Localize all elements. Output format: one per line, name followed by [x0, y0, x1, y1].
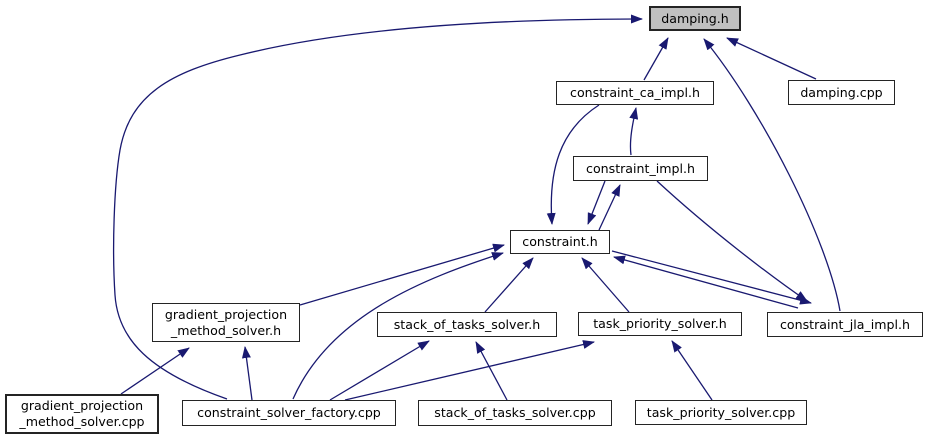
node-label: damping.h — [661, 10, 729, 26]
node-label: constraint.h — [522, 234, 598, 249]
edge-task-h-to-constraint — [581, 257, 630, 313]
node-label: stack_of_tasks_solver.h — [393, 316, 541, 332]
edge-constraint-ca-impl-to-constraint — [546, 104, 600, 225]
node-label: task_priority_solver.h — [593, 316, 727, 331]
node-label-line1: gradient_projection — [164, 306, 288, 322]
node-stack-of-tasks-solver-h[interactable]: stack_of_tasks_solver.h — [377, 312, 557, 337]
node-label: constraint_jla_impl.h — [780, 316, 910, 332]
edge-damping-cpp-to-damping — [726, 37, 817, 80]
edge-constraint-impl-to-constraint-ca-impl — [629, 107, 639, 156]
edge-stack-h-to-constraint — [484, 257, 534, 313]
node-label: task_priority_solver.cpp — [646, 404, 796, 420]
node-label: damping.cpp — [800, 84, 883, 100]
edge-factory-to-stack-h — [329, 340, 430, 401]
node-constraint-h[interactable]: constraint.h — [510, 230, 610, 254]
node-label: constraint_impl.h — [586, 160, 695, 176]
node-task-priority-solver-h[interactable]: task_priority_solver.h — [578, 312, 742, 336]
edge-factory-to-task-h — [344, 340, 595, 401]
edge-factory-to-damping — [112, 14, 643, 400]
node-label: constraint_ca_impl.h — [570, 85, 700, 100]
node-constraint-impl-h[interactable]: constraint_impl.h — [573, 156, 708, 181]
edge-constraint-jla-impl-to-constraint — [613, 255, 799, 309]
edge-gradient-h-to-constraint — [299, 243, 505, 306]
node-task-priority-solver-cpp[interactable]: task_priority_solver.cpp — [635, 400, 807, 425]
edge-gradient-cpp-to-gradient-h — [120, 347, 190, 395]
node-label-line2: _method_solver.h — [170, 322, 282, 338]
node-damping-h[interactable]: damping.h — [649, 6, 741, 31]
node-constraint-jla-impl-h[interactable]: constraint_jla_impl.h — [767, 312, 923, 337]
node-label: constraint_solver_factory.cpp — [197, 405, 381, 420]
node-constraint-solver-factory-cpp[interactable]: constraint_solver_factory.cpp — [182, 400, 396, 426]
edge-constraint-to-constraint-jla-impl — [611, 250, 812, 305]
edge-factory-to-gradient-h — [241, 346, 253, 401]
node-label: stack_of_tasks_solver.cpp — [434, 405, 596, 420]
node-damping-cpp[interactable]: damping.cpp — [788, 80, 895, 105]
edge-factory-to-constraint — [292, 252, 504, 400]
node-stack-of-tasks-solver-cpp[interactable]: stack_of_tasks_solver.cpp — [418, 400, 612, 426]
edge-constraint-impl-to-constraint-jla-impl — [656, 180, 808, 302]
node-label-line2: _method_solver.cpp — [19, 414, 145, 429]
edge-constraint-to-constraint-impl — [598, 184, 621, 231]
node-label-line1: gradient_projection — [20, 398, 144, 413]
edge-constraint-impl-to-constraint — [587, 180, 606, 225]
node-gradient-projection-method-solver-cpp[interactable]: gradient_projection _method_solver.cpp — [5, 394, 159, 434]
node-gradient-projection-method-solver-h[interactable]: gradient_projection _method_solver.h — [152, 303, 300, 342]
edge-stack-cpp-to-stack-h — [475, 341, 508, 401]
edge-constraint-jla-impl-to-damping — [703, 38, 841, 312]
edge-constraint-ca-impl-to-damping — [643, 37, 669, 81]
node-constraint-ca-impl-h[interactable]: constraint_ca_impl.h — [556, 81, 714, 105]
edge-task-cpp-to-task-h — [671, 340, 713, 401]
